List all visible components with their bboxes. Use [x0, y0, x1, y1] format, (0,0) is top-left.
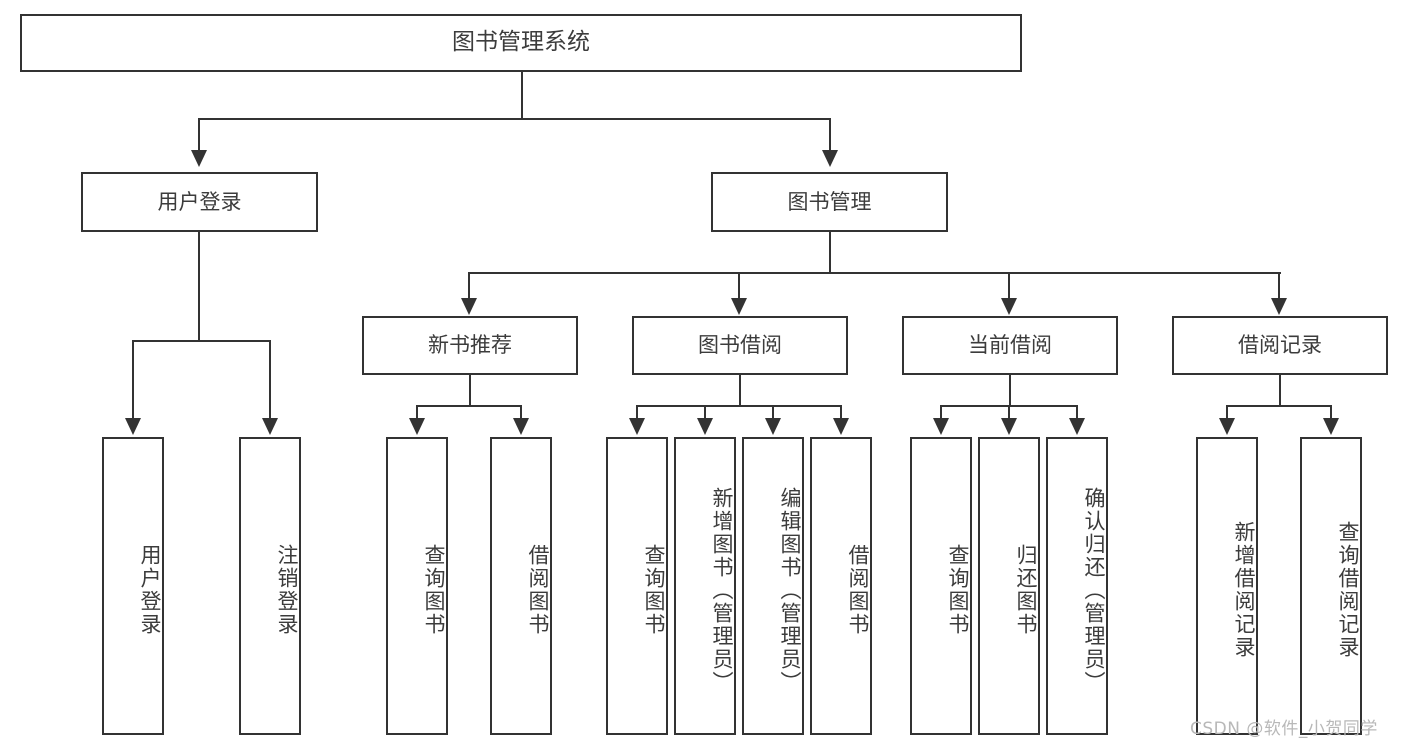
- node-new-book-recommend[interactable]: 新书推荐: [362, 316, 578, 375]
- leaf-query-book-recommend[interactable]: 查询图书: [386, 437, 448, 735]
- arrowhead-new-book: [461, 298, 477, 315]
- connector-book-borrow-child-0: [636, 405, 638, 420]
- connector-level2-bus: [199, 118, 831, 120]
- leaf-user-login[interactable]: 用户登录: [102, 437, 164, 735]
- node-label: 新书推荐: [428, 333, 512, 358]
- leaf-add-borrow-record[interactable]: 新增借阅记录: [1196, 437, 1258, 735]
- connector-new-book-child-0: [416, 405, 418, 420]
- leaf-borrow-book-recommend[interactable]: 借阅图书: [490, 437, 552, 735]
- connector-borrow-record-child-0: [1226, 405, 1228, 420]
- arrowhead-book-borrow-child-3: [833, 418, 849, 435]
- watermark-text: CSDN @软件_小贺同学: [1190, 719, 1378, 739]
- leaf-query-book-current[interactable]: 查询图书: [910, 437, 972, 735]
- arrowhead-book-borrow: [731, 298, 747, 315]
- connector-book-borrow-child-1: [704, 405, 706, 420]
- connector-to-user-login: [198, 118, 200, 152]
- arrowhead-borrow-record-child-0: [1219, 418, 1235, 435]
- connector-book-borrow-child-2: [772, 405, 774, 420]
- node-user-login[interactable]: 用户登录: [81, 172, 318, 232]
- leaf-logout[interactable]: 注销登录: [239, 437, 301, 735]
- node-book-borrow[interactable]: 图书借阅: [632, 316, 848, 375]
- arrowhead-borrow-record-child-1: [1323, 418, 1339, 435]
- node-label: 查询图书: [642, 544, 666, 636]
- connector-user-login-child-0: [132, 340, 134, 420]
- node-borrow-record[interactable]: 借阅记录: [1172, 316, 1388, 375]
- connector-user-login-child-1: [269, 340, 271, 420]
- arrowhead-book-borrow-child-1: [697, 418, 713, 435]
- node-label: 新增图书（管理员）: [710, 486, 734, 694]
- arrowhead-borrow-record: [1271, 298, 1287, 315]
- connector-borrow-record-bus: [1227, 405, 1331, 407]
- leaf-confirm-return-admin[interactable]: 确认归还（管理员）: [1046, 437, 1108, 735]
- node-label: 注销登录: [275, 544, 299, 636]
- node-label: 新增借阅记录: [1232, 521, 1256, 659]
- node-book-management[interactable]: 图书管理: [711, 172, 948, 232]
- node-label: 图书管理: [787, 189, 872, 214]
- connector-book-mgmt-stem: [829, 232, 831, 272]
- connector-to-new-book: [468, 272, 470, 300]
- node-label: 用户登录: [157, 189, 242, 214]
- connector-to-borrow-record: [1278, 272, 1280, 300]
- connector-book-borrow-child-3: [840, 405, 842, 420]
- arrowhead-current-borrow-child-2: [1069, 418, 1085, 435]
- connector-current-borrow-child-0: [940, 405, 942, 420]
- connector-new-book-stem: [469, 375, 471, 405]
- connector-to-book-borrow: [738, 272, 740, 300]
- node-label: 查询图书: [946, 544, 970, 636]
- arrowhead-book-mgmt: [822, 150, 838, 167]
- arrowhead-book-borrow-child-0: [629, 418, 645, 435]
- leaf-query-book[interactable]: 查询图书: [606, 437, 668, 735]
- connector-to-current-borrow: [1008, 272, 1010, 300]
- arrowhead-book-borrow-child-2: [765, 418, 781, 435]
- arrowhead-new-book-child-0: [409, 418, 425, 435]
- node-current-borrow[interactable]: 当前借阅: [902, 316, 1118, 375]
- node-root-system[interactable]: 图书管理系统: [20, 14, 1022, 72]
- connector-current-borrow-child-2: [1076, 405, 1078, 420]
- leaf-add-book-admin[interactable]: 新增图书（管理员）: [674, 437, 736, 735]
- arrowhead-current-borrow-child-1: [1001, 418, 1017, 435]
- leaf-return-book[interactable]: 归还图书: [978, 437, 1040, 735]
- arrowhead-user-login-child-1: [262, 418, 278, 435]
- node-label: 当前借阅: [968, 333, 1052, 358]
- node-label: 图书借阅: [698, 333, 782, 358]
- leaf-query-borrow-record[interactable]: 查询借阅记录: [1300, 437, 1362, 735]
- connector-book-borrow-stem: [739, 375, 741, 405]
- connector-book-borrow-bus: [637, 405, 841, 407]
- connector-to-book-mgmt: [829, 118, 831, 152]
- connector-new-book-bus: [417, 405, 521, 407]
- node-label: 图书管理系统: [452, 29, 590, 56]
- node-label: 查询图书: [422, 544, 446, 636]
- connector-current-borrow-stem: [1009, 375, 1011, 405]
- arrowhead-current-borrow-child-0: [933, 418, 949, 435]
- connector-borrow-record-stem: [1279, 375, 1281, 405]
- node-label: 查询借阅记录: [1336, 521, 1360, 659]
- connector-user-login-bus: [133, 340, 270, 342]
- connector-root-stem: [521, 72, 523, 118]
- connector-level3-bus: [469, 272, 1281, 274]
- node-label: 借阅图书: [846, 544, 870, 636]
- arrowhead-current-borrow: [1001, 298, 1017, 315]
- connector-user-login-stem: [198, 232, 200, 340]
- arrowhead-user-login-child-0: [125, 418, 141, 435]
- connector-new-book-child-1: [520, 405, 522, 420]
- leaf-edit-book-admin[interactable]: 编辑图书（管理员）: [742, 437, 804, 735]
- arrowhead-user-login: [191, 150, 207, 167]
- node-label: 归还图书: [1014, 544, 1038, 636]
- node-label: 编辑图书（管理员）: [778, 486, 802, 694]
- node-label: 确认归还（管理员）: [1082, 486, 1106, 694]
- node-label: 借阅记录: [1238, 333, 1322, 358]
- node-label: 用户登录: [138, 544, 162, 636]
- leaf-borrow-book[interactable]: 借阅图书: [810, 437, 872, 735]
- connector-current-borrow-child-1: [1008, 405, 1010, 420]
- node-label: 借阅图书: [526, 544, 550, 636]
- connector-borrow-record-child-1: [1330, 405, 1332, 420]
- arrowhead-new-book-child-1: [513, 418, 529, 435]
